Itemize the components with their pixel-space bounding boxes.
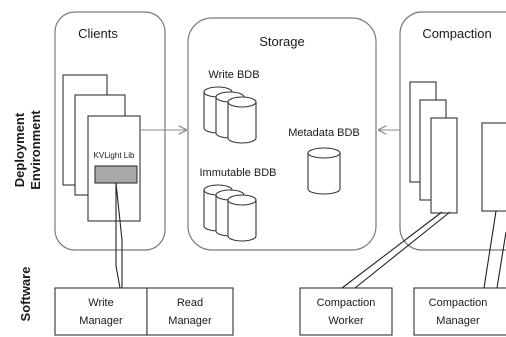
clients-title: Clients bbox=[78, 26, 118, 41]
write-bdb-cylinders bbox=[203, 86, 257, 144]
metadata-bdb-cylinder bbox=[307, 147, 341, 195]
kvlight-lib-label: KVLight Lib bbox=[94, 151, 135, 160]
connector-worker-to-compaction-worker-1 bbox=[341, 211, 443, 289]
immutable-bdb-label: Immutable BDB bbox=[199, 167, 276, 179]
compaction-worker-line1: Compaction bbox=[317, 297, 376, 309]
compaction-manager-box: Compaction Manager bbox=[413, 287, 506, 336]
write-bdb-label: Write BDB bbox=[208, 69, 259, 81]
svg-text:Deployment: Deployment bbox=[12, 112, 27, 187]
read-manager-box: Read Manager bbox=[146, 287, 234, 336]
compaction-worker-line2: Worker bbox=[328, 315, 364, 327]
compaction-worker-box: Compaction Worker bbox=[299, 287, 393, 336]
deployment-environment-label: Deployment Environment bbox=[12, 110, 43, 190]
connector-worker-to-compaction-worker-2 bbox=[354, 211, 451, 289]
compaction-manager-line2: Manager bbox=[436, 315, 480, 327]
write-manager-box: Write Manager bbox=[54, 287, 148, 336]
software-label: Software bbox=[18, 267, 33, 322]
immutable-bdb-cylinders bbox=[203, 184, 257, 242]
svg-text:Environment: Environment bbox=[28, 110, 43, 190]
read-manager-line2: Manager bbox=[168, 315, 212, 327]
database-icon bbox=[227, 194, 257, 242]
compaction-worker-instance-front bbox=[430, 117, 458, 214]
metadata-bdb-label: Metadata BDB bbox=[288, 127, 360, 139]
database-icon bbox=[227, 96, 257, 144]
storage-title: Storage bbox=[259, 34, 305, 49]
connector-lib-to-write-manager-2 bbox=[115, 182, 123, 288]
connector-lib-to-write-manager bbox=[115, 183, 121, 289]
compaction-manager-line1: Compaction bbox=[429, 297, 488, 309]
connector-manager-to-compaction-manager-2 bbox=[496, 231, 506, 289]
clients-panel: Clients KVLight Lib bbox=[54, 11, 166, 251]
storage-panel: Storage Write BDB Immutable BDB bbox=[187, 17, 377, 251]
write-manager-line2: Manager bbox=[79, 315, 123, 327]
compaction-title: Compaction bbox=[422, 26, 491, 41]
write-manager-line1: Write bbox=[88, 297, 113, 309]
compaction-panel: Compaction bbox=[399, 11, 506, 251]
database-icon bbox=[307, 147, 341, 195]
compaction-manager-instance bbox=[481, 122, 506, 212]
connector-manager-to-compaction-manager-1 bbox=[483, 210, 497, 289]
read-manager-line1: Read bbox=[177, 297, 203, 309]
kvlight-lib-module bbox=[94, 165, 138, 184]
